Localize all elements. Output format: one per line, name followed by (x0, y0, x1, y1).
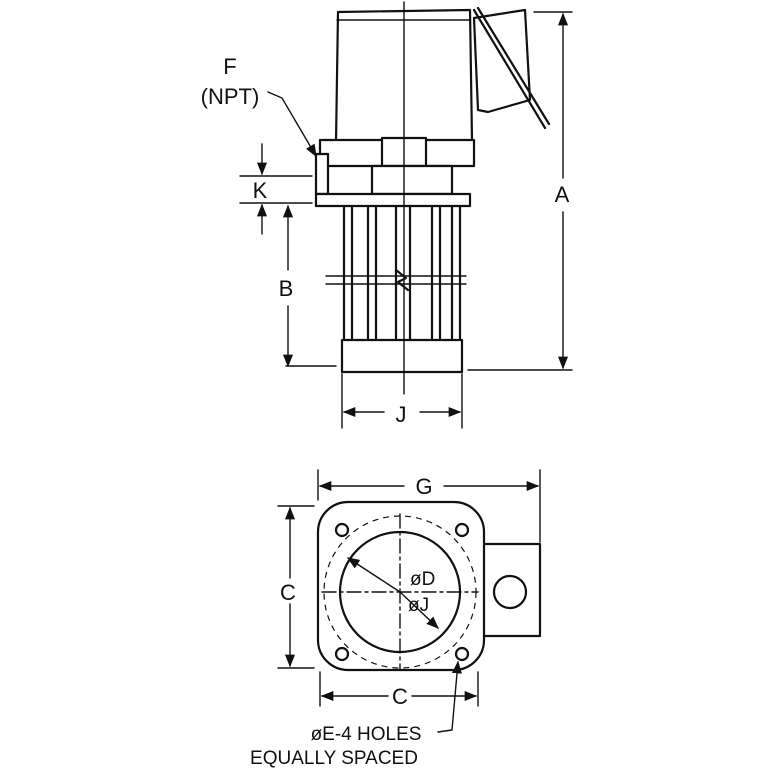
mounting-hole (454, 522, 470, 538)
side-view: F (NPT) K B A J (201, 1, 573, 429)
label-j: J (396, 402, 407, 427)
f-leader-line (267, 91, 317, 158)
label-c-bottom: C (392, 684, 408, 709)
mounting-hole (454, 646, 470, 662)
label-k: K (253, 178, 268, 203)
label-phi-j: øJ (408, 595, 429, 616)
mounting-flange (314, 192, 472, 208)
terminal-cover-edge (472, 8, 547, 130)
impeller-housing (340, 338, 464, 374)
label-b: B (279, 276, 294, 301)
label-f: F (223, 54, 236, 79)
label-phi-d: øD (410, 569, 435, 590)
phi-j-arrow (399, 591, 439, 629)
top-view: G C C øD øJ øE-4 HOLES EQUALLY SPACED (250, 469, 542, 768)
mounting-hole (334, 646, 350, 662)
terminal-knockout (492, 574, 528, 610)
label-g: G (415, 474, 432, 499)
label-equally-spaced: EQUALLY SPACED (250, 748, 418, 768)
outlet-port (314, 152, 330, 196)
terminal-cover-edge-2 (476, 6, 551, 126)
label-holes: øE-4 HOLES (311, 724, 422, 745)
label-npt: (NPT) (201, 84, 260, 109)
break-symbol (394, 268, 410, 292)
holes-leader-line (437, 660, 463, 733)
phi-d-arrow (346, 557, 401, 593)
pump-neck (370, 164, 454, 196)
mounting-hole (334, 522, 350, 538)
label-c-left: C (280, 580, 296, 605)
label-a: A (555, 182, 570, 207)
terminal-box (472, 8, 532, 114)
